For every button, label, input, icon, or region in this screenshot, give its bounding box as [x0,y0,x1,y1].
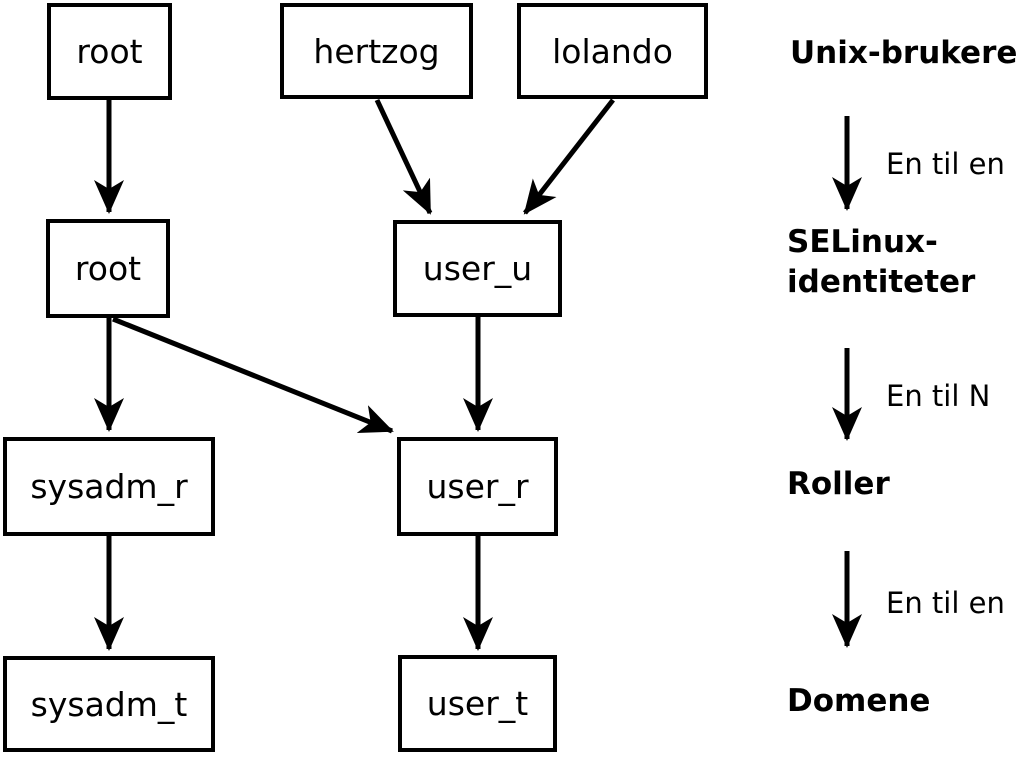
node-label: lolando [552,31,673,71]
node-label: root [76,32,143,71]
legend-domains-label: Domene [787,683,931,719]
legend-relation-one-to-n: En til N [886,379,991,413]
arrow-selinuxroot-to-userr [112,316,394,434]
node-role-sysadm-r: sysadm_r [3,437,215,536]
node-label: root [74,249,142,288]
node-role-user-r: user_r [397,437,558,536]
legend-relation-one-to-one-bottom: En til en [886,586,1005,620]
node-label: sysadm_r [30,467,188,506]
node-unix-user-lolando: lolando [517,3,708,99]
legend-roles-label: Roller [787,466,890,502]
node-domain-sysadm-t: sysadm_t [3,656,215,752]
node-label: sysadm_t [30,684,188,724]
node-label: user_r [426,467,529,506]
node-selinux-identity-user-u: user_u [393,220,562,317]
arrow-lolando-to-useru [523,98,615,215]
legend-selinux-identities-label: SELinux- identiteter [787,222,975,302]
node-unix-user-root: root [47,3,172,100]
node-label: user_t [426,684,529,723]
arrow-hertzog-to-useru [374,98,433,215]
node-domain-user-t: user_t [398,655,557,752]
legend-unix-users-label: Unix-brukere [790,35,1018,71]
node-unix-user-hertzog: hertzog [280,3,473,99]
node-label: user_u [422,249,533,288]
legend-relation-one-to-one-top: En til en [886,147,1005,181]
legend-selinux-line2: identiteter [787,264,976,300]
node-label: hertzog [313,31,440,71]
node-selinux-identity-root: root [46,219,170,318]
legend-selinux-line1: SELinux- [787,224,938,260]
